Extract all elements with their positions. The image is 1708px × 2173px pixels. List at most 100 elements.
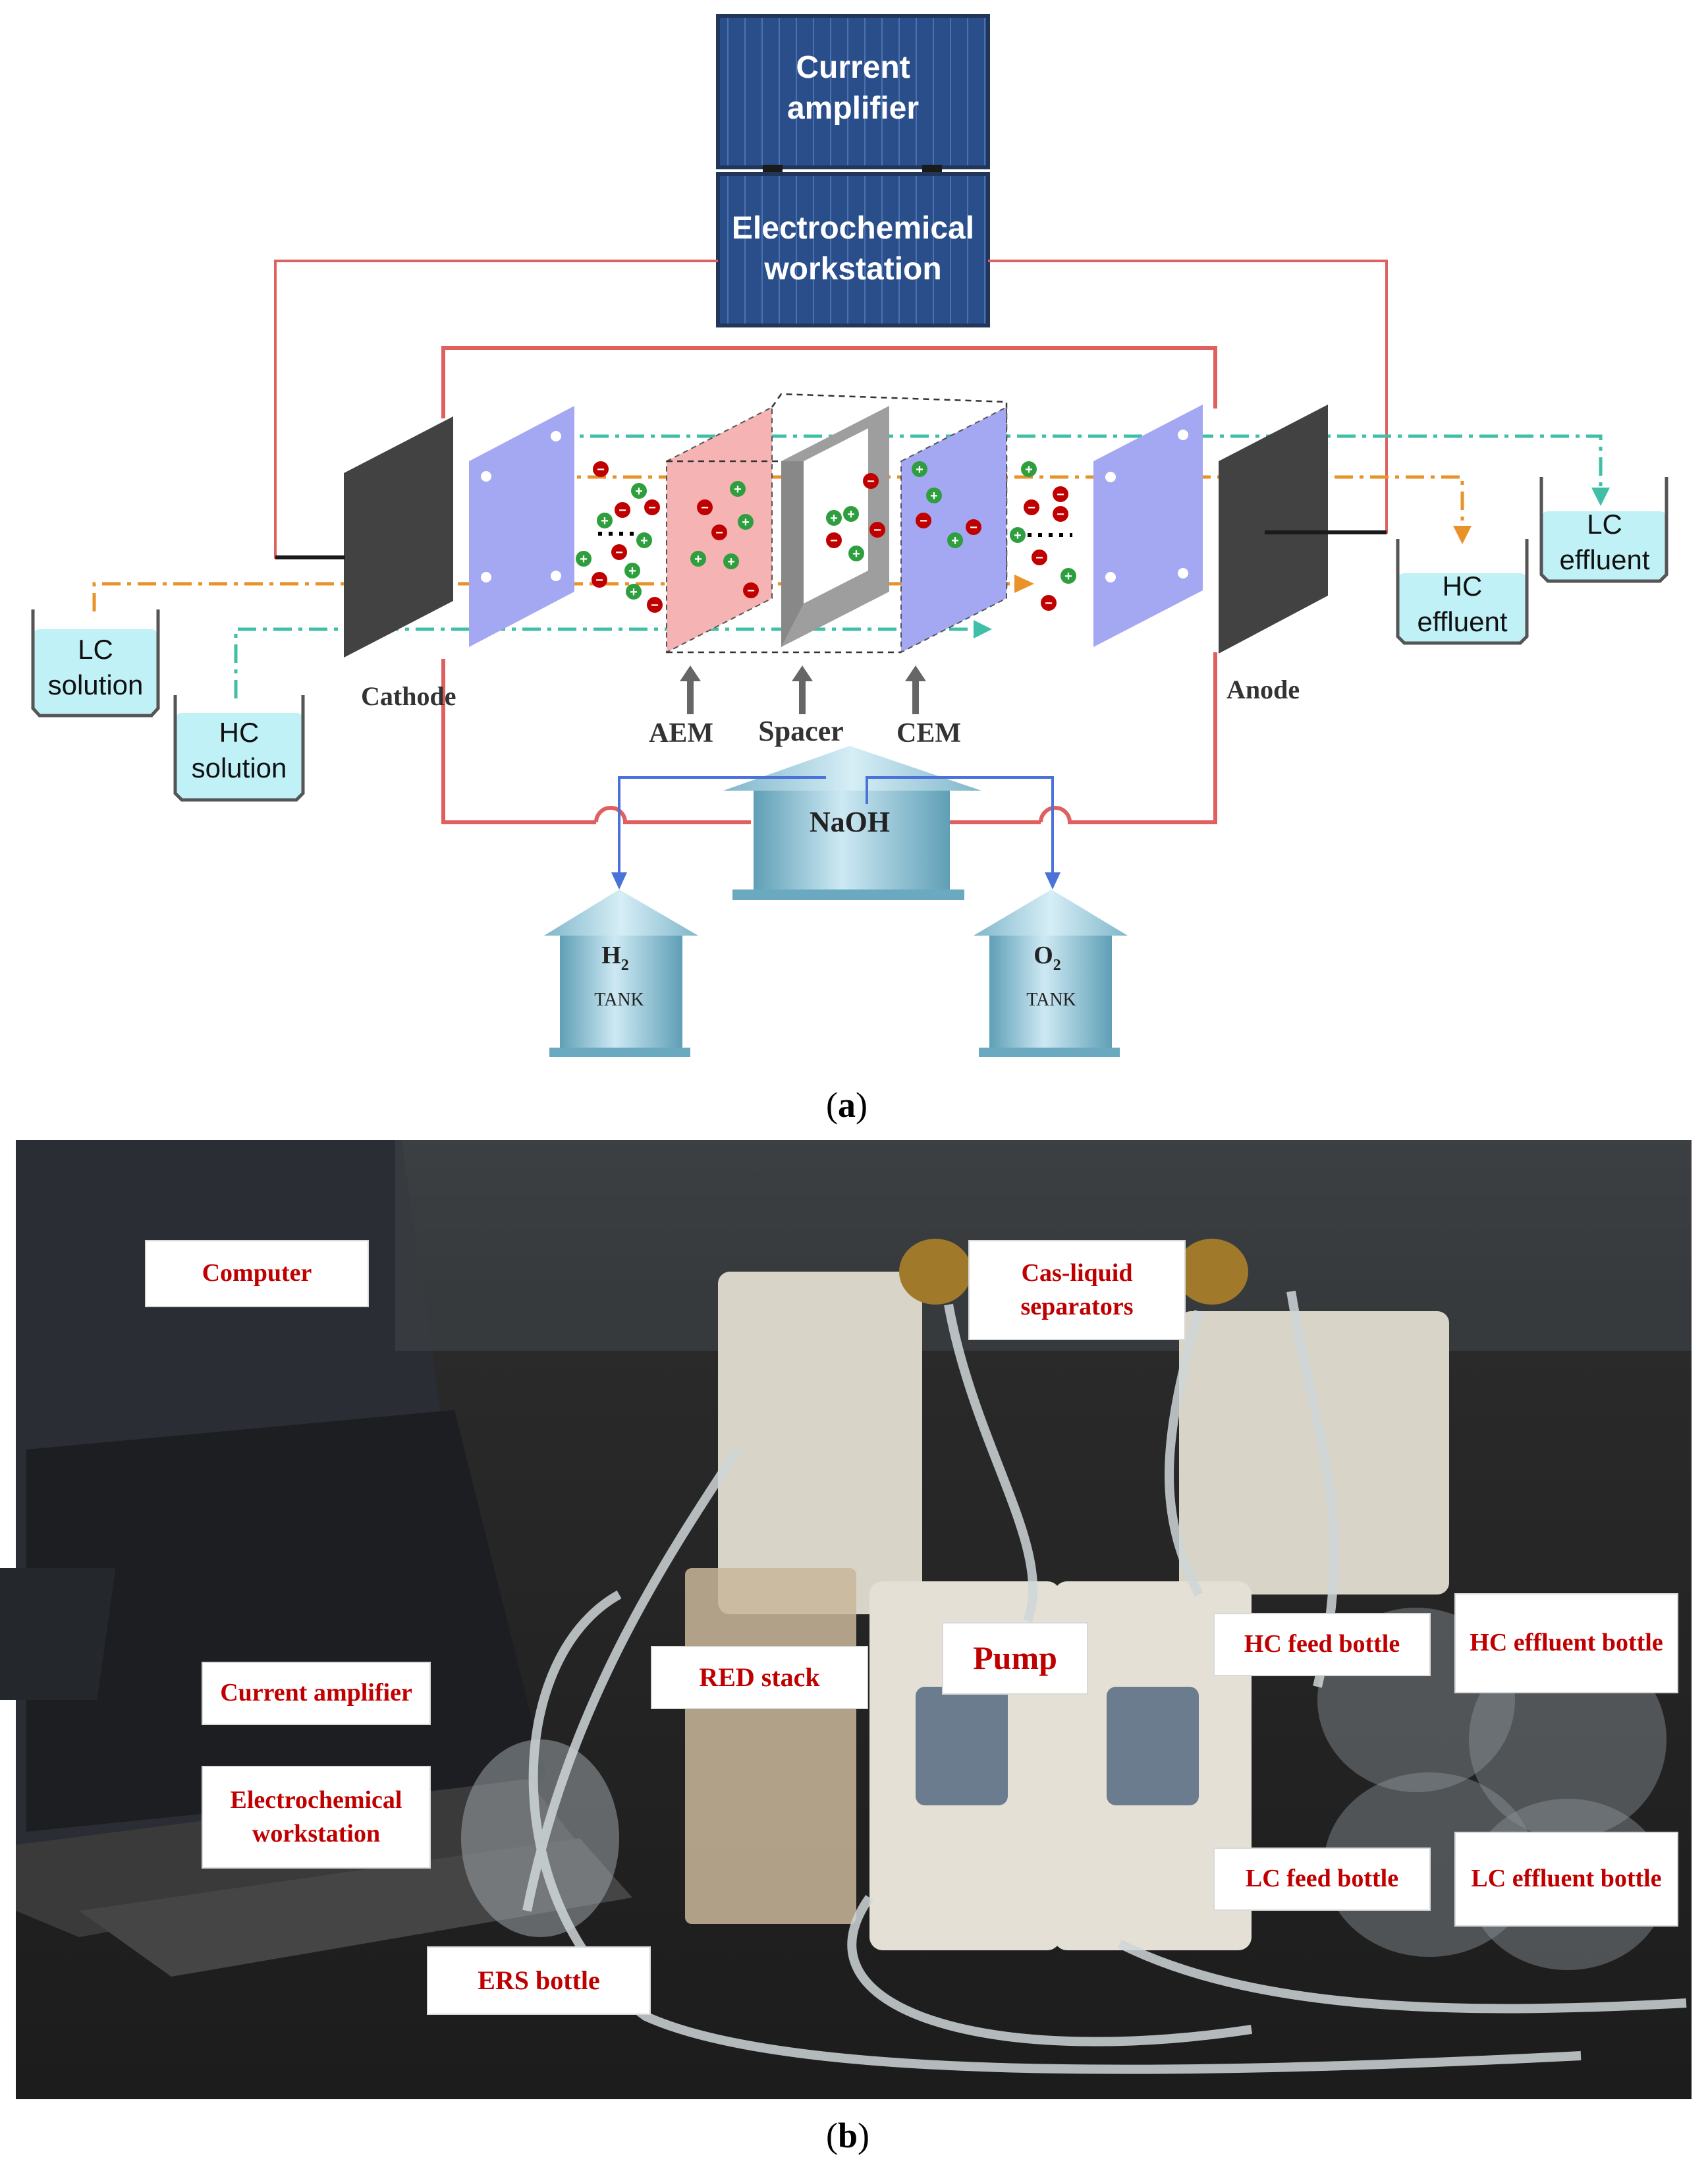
cation [631,483,647,499]
ion-sign: + [734,482,742,497]
ion-sign: + [727,555,735,569]
ion-sign: + [1014,528,1022,543]
cation [738,514,754,530]
pump-display [1107,1687,1199,1805]
panel-a: Current amplifier Electrochemical workst… [31,14,1668,1057]
ion-sign: − [648,501,656,515]
ion-sign: − [970,521,978,535]
anion [1041,595,1057,611]
circuit-wire [441,346,1217,418]
ion-sign: − [873,523,881,538]
current-amplifier-box: Current amplifier [716,14,990,169]
gas-liquid-separator [899,1239,972,1305]
ions-right-chamber: +−−−+−+− [1010,461,1076,611]
ion-sign: + [694,552,702,567]
ion-sign: + [852,547,860,561]
end-plate-left [469,406,574,647]
o2-tank-label: TANK [1026,990,1076,1010]
ion-sign: + [830,511,838,526]
anion [593,461,609,477]
aem-label: AEM [649,718,713,748]
ions-aem: −+−+++− [690,481,759,598]
lc-solution-label: solution [48,669,144,700]
o2-label: O2 [1033,942,1061,974]
caption-b: (b) [826,2116,870,2155]
caption-a: (a) [826,1085,868,1125]
h2-gas-line [618,776,826,875]
cation [636,532,652,548]
label-electrochemical-workstation: Electrochemical workstation [202,1766,431,1869]
hc-flow-arrow [1014,575,1034,593]
o2-tank: O2 TANK [974,889,1128,1057]
ion-sign: + [930,489,938,503]
plate-hole [551,431,561,441]
hc-return-arrow [1453,526,1472,544]
electrochemical-workstation-box: Electrochemical workstation [716,172,990,327]
membrane-pointers [680,665,926,714]
label-gas-liquid-separators: Cas-liquid separators [968,1240,1186,1340]
hc-effluent-label: HC [1443,571,1483,602]
plate-hole [481,471,491,482]
cation [723,553,739,569]
lc-effluent-beaker: LC effluent [1539,477,1668,583]
cation [912,461,927,477]
anion [869,522,885,538]
cation [1061,568,1076,584]
anion [863,473,879,489]
cation [926,488,942,503]
workstation-label: Electrochemical [732,211,974,246]
anode-label: Anode [1226,675,1300,704]
plate-hole [1178,568,1188,579]
circuit-wire [441,659,596,824]
label-ers-bottle: ERS bottle [427,1946,651,2015]
spacer-label: Spacer [758,715,844,747]
ion-sign: − [1045,596,1053,611]
label-lc-effluent-bottle: LC effluent bottle [1454,1832,1678,1927]
cation [626,584,642,600]
ions-spacer: −++−+− [826,473,885,561]
naoh-tank: NaOH [723,746,981,900]
h2-tank-label: TANK [594,990,644,1010]
anion [1053,486,1068,502]
ion-sign: − [619,503,626,518]
ions-cem: ++−+− [912,461,981,548]
anion [916,513,931,528]
anion [711,524,727,540]
ion-sign: + [847,507,855,522]
lc-effluent-label: LC [1587,509,1622,540]
ion-sign: − [1057,507,1064,522]
cem-label: CEM [896,718,961,748]
circuit-wire [1039,652,1217,824]
cem-membrane [900,406,1007,654]
anion [615,502,630,518]
ion-sign: − [1028,501,1035,515]
cation [690,551,706,567]
hc-solution-beaker: HC solution [173,695,305,802]
hc-effluent-beaker: HC effluent [1396,539,1529,645]
cation [848,546,864,561]
cell-outline [667,393,1008,654]
ion-sign: − [830,534,838,548]
lc-solution-label: LC [78,634,113,665]
anion [647,597,663,613]
cation [730,481,746,497]
ion-sign: − [715,526,723,540]
label-current-amplifier: Current amplifier [202,1662,431,1725]
hc-effluent-label: effluent [1417,606,1507,637]
plate-hole [1105,472,1116,482]
pump-unit-back-right [1179,1311,1449,1594]
ion-sign: − [867,474,875,489]
naoh-label: NaOH [810,806,890,838]
ion-sign: + [951,534,959,548]
ion-sign: − [597,463,605,477]
label-hc-effluent-bottle: HC effluent bottle [1454,1593,1678,1693]
label-lc-feed-bottle: LC feed bottle [1213,1848,1431,1911]
pump-display [916,1687,1008,1805]
anion [743,582,759,598]
h2-label: H2 [601,942,629,974]
ion-sign: − [615,546,623,560]
label-red-stack: RED stack [651,1646,868,1709]
cation [947,532,963,548]
ion-sign: + [635,484,643,499]
pump-unit-back-left [718,1272,922,1614]
